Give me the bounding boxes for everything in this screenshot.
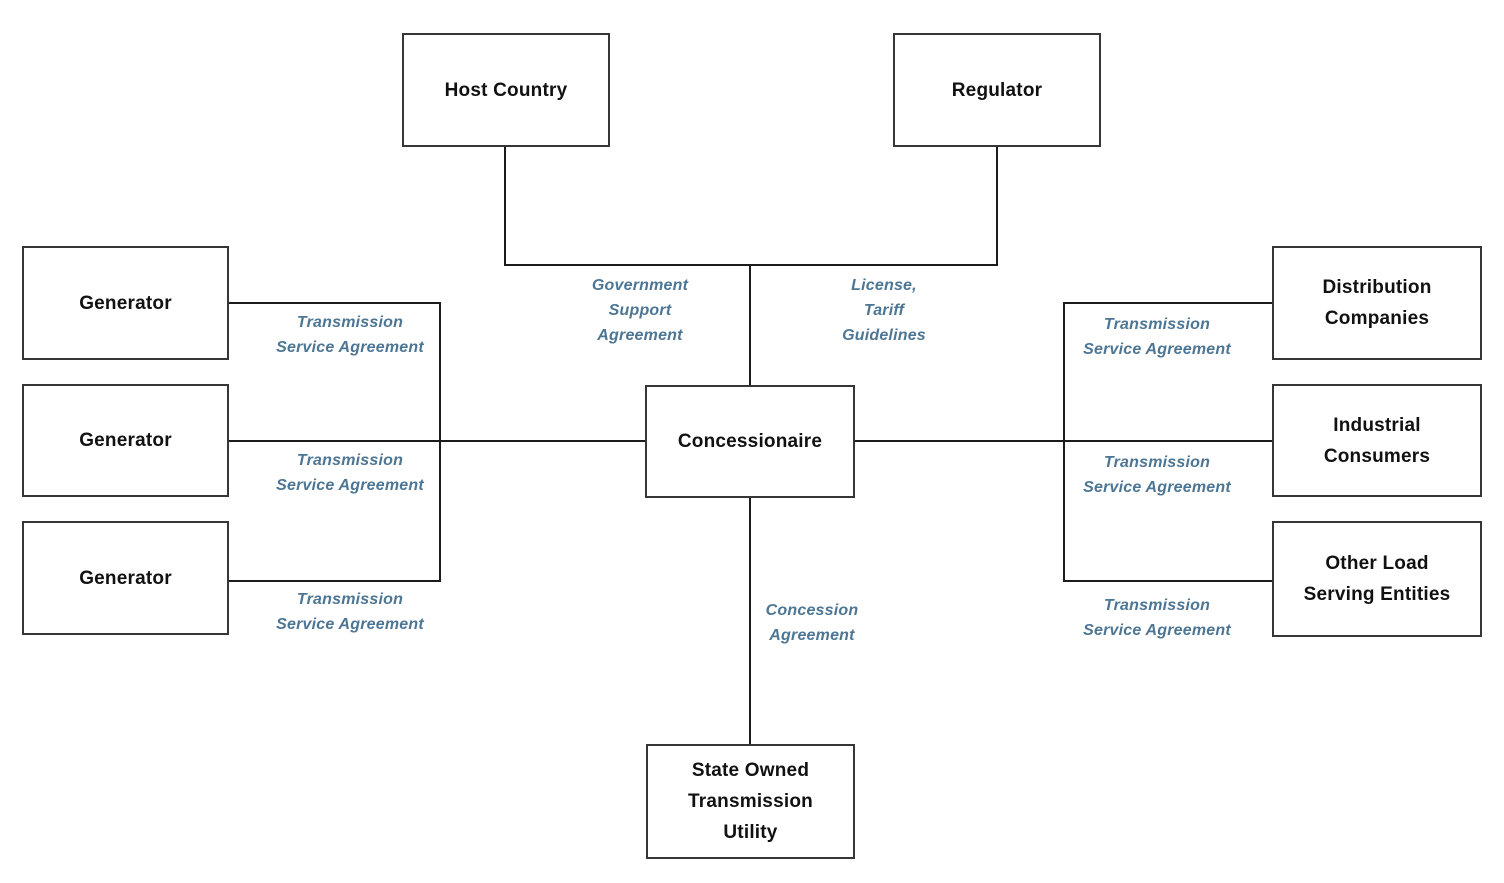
node-label-industrial-consumers: Industrial Consumers <box>1323 414 1431 467</box>
node-regulator: Regulator <box>893 33 1101 147</box>
connector-regulator-drop <box>996 147 998 266</box>
node-distribution-companies: Distribution Companies <box>1272 246 1482 360</box>
connector-right-bus-vertical <box>1063 302 1065 582</box>
node-concessionaire: Concessionaire <box>645 385 855 498</box>
connector-generator-1-horizontal <box>228 302 441 304</box>
connector-generator-2-horizontal <box>228 440 646 442</box>
node-label-generator-1: Generator <box>79 292 172 314</box>
node-generator-1: Generator <box>22 246 229 360</box>
node-label-generator-3: Generator <box>79 567 172 589</box>
node-label-regulator: Regulator <box>951 79 1043 101</box>
connector-left-bus-vertical <box>439 302 441 582</box>
node-industrial-consumers: Industrial Consumers <box>1272 384 1482 497</box>
connector-generator-3-horizontal <box>228 580 441 582</box>
edge-label-tsa-distribution: Transmission Service Agreement <box>1083 316 1231 358</box>
node-generator-3: Generator <box>22 521 229 635</box>
node-label-host-country: Host Country <box>444 79 568 101</box>
connector-other-load-horizontal <box>1063 580 1273 582</box>
node-label-other-load-serving-entities: Other Load Serving Entities <box>1303 553 1451 605</box>
connector-center-vertical-top <box>749 264 751 386</box>
connector-concessionaire-utility-vertical <box>749 498 751 745</box>
edge-label-license-tariff-guidelines: License, Tariff Guidelines <box>842 277 926 344</box>
node-generator-2: Generator <box>22 384 229 497</box>
edge-label-tsa-generator-3: Transmission Service Agreement <box>276 591 424 633</box>
node-label-distribution-companies: Distribution Companies <box>1322 277 1432 329</box>
node-label-state-owned-transmission-utility: State Owned Transmission Utility <box>688 760 813 843</box>
node-state-owned-transmission-utility: State Owned Transmission Utility <box>646 744 855 859</box>
connector-top-horizontal <box>504 264 998 266</box>
node-other-load-serving-entities: Other Load Serving Entities <box>1272 521 1482 637</box>
edge-label-tsa-generator-2: Transmission Service Agreement <box>276 452 424 494</box>
edge-label-tsa-other-load: Transmission Service Agreement <box>1083 597 1231 639</box>
connector-distribution-horizontal <box>1063 302 1273 304</box>
node-label-generator-2: Generator <box>79 430 172 451</box>
edge-label-government-support-agreement: Government Support Agreement <box>591 277 689 344</box>
node-host-country: Host Country <box>402 33 610 147</box>
node-label-concessionaire: Concessionaire <box>677 431 823 452</box>
connector-host-country-drop <box>504 147 506 266</box>
edge-label-tsa-generator-1: Transmission Service Agreement <box>276 314 424 356</box>
edge-label-tsa-industrial: Transmission Service Agreement <box>1083 454 1231 496</box>
edge-label-concession-agreement: Concession Agreement <box>765 602 859 644</box>
connector-industrial-horizontal <box>854 440 1273 442</box>
